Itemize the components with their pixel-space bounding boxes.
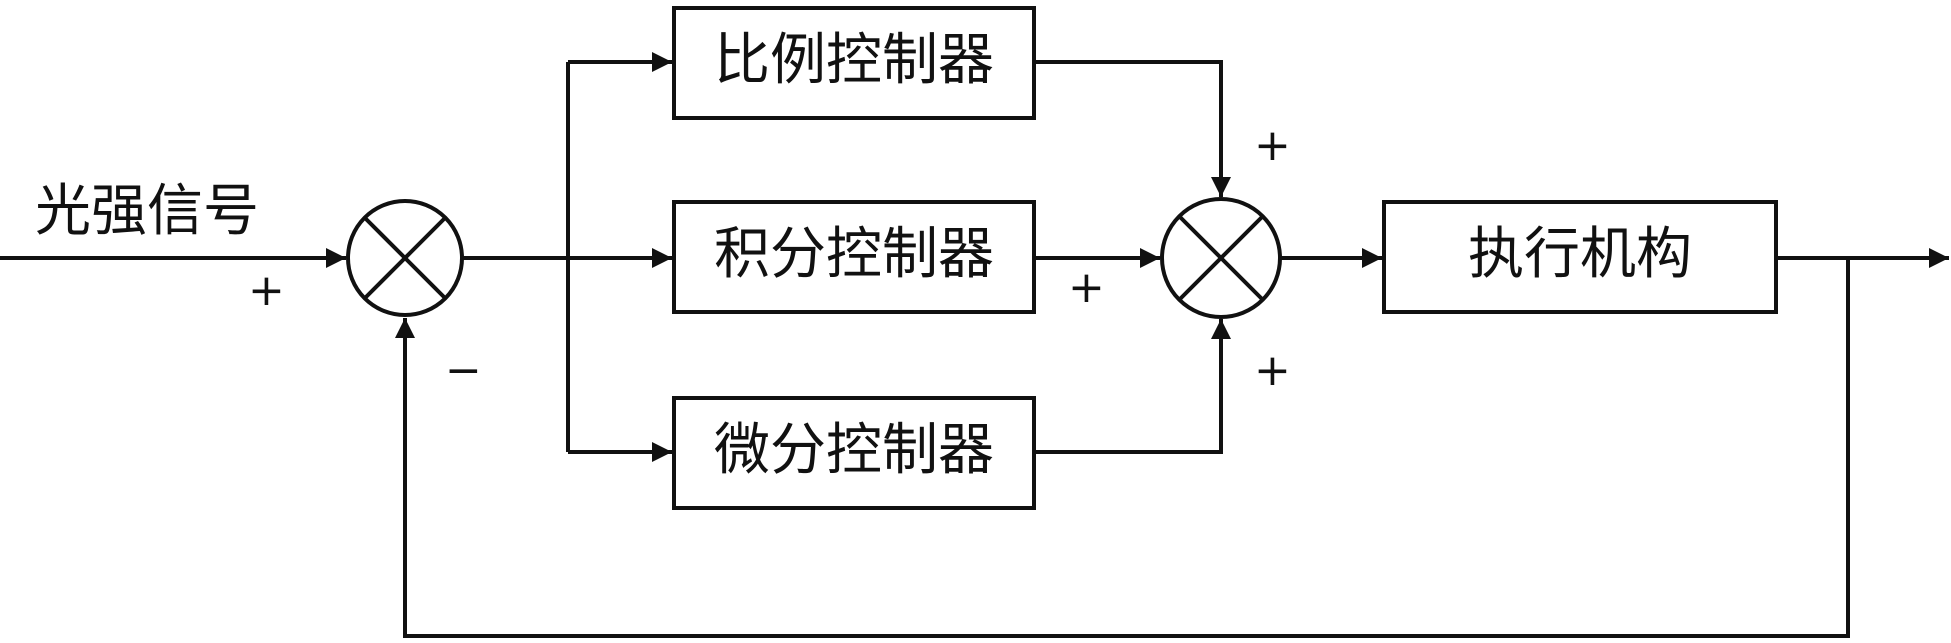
sum-middle-plus-sign: + — [1068, 262, 1105, 313]
proportional-label: 比例控制器 — [714, 28, 994, 93]
actuator-label: 执行机构 — [1468, 222, 1692, 287]
sum-bottom-plus-sign: + — [1254, 345, 1291, 396]
derivative-label: 微分控制器 — [714, 418, 994, 483]
input-plus-sign: + — [248, 265, 285, 316]
integral-label: 积分控制器 — [714, 222, 994, 287]
input-label: 光强信号 — [35, 179, 259, 244]
sum-top-plus-sign: + — [1254, 120, 1291, 171]
derivative-output-line — [1034, 319, 1231, 454]
feedback-line — [395, 258, 1850, 638]
proportional-output-line — [1034, 60, 1231, 197]
summing-junction-1 — [346, 199, 464, 317]
summing-junction-2 — [1160, 197, 1282, 319]
feedback-minus-sign: − — [445, 345, 482, 396]
